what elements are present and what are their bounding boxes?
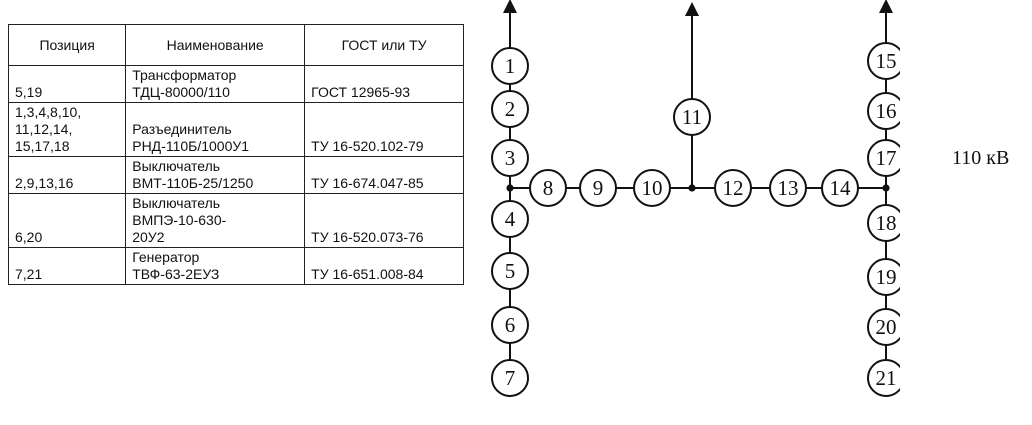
table-row: 2,9,13,16 Выключатель ВМТ-110Б-25/1250 Т… xyxy=(7,156,464,194)
node-16: 16 xyxy=(867,92,900,130)
node-3: 3 xyxy=(491,139,529,177)
node-11: 11 xyxy=(673,98,711,136)
node-21: 21 xyxy=(867,359,900,397)
node-14: 14 xyxy=(821,169,859,207)
node-17: 17 xyxy=(867,139,900,177)
node-1: 1 xyxy=(491,47,529,85)
single-line-diagram: 1 2 3 4 5 6 7 8 9 10 11 12 13 14 15 16 1… xyxy=(491,0,900,397)
cell-name: Выключатель ВМТ-110Б-25/1250 xyxy=(125,156,306,194)
node-4: 4 xyxy=(491,200,529,238)
svg-text:3: 3 xyxy=(505,146,516,170)
svg-text:4: 4 xyxy=(505,207,516,231)
cell-name: Выключатель ВМПЭ-10-630- 20У2 xyxy=(125,193,306,248)
svg-text:15: 15 xyxy=(876,49,897,73)
table-row: 1,3,4,8,10, 11,12,14, 15,17,18 Разъедини… xyxy=(7,102,464,157)
cell-position: 6,20 xyxy=(7,193,127,248)
node-7: 7 xyxy=(491,359,529,397)
header-position: Позиция xyxy=(7,24,127,66)
svg-text:14: 14 xyxy=(830,176,852,200)
cell-position: 7,21 xyxy=(7,247,127,285)
svg-text:8: 8 xyxy=(543,176,554,200)
junction-dot-center xyxy=(688,184,696,192)
node-20: 20 xyxy=(867,308,900,346)
svg-text:10: 10 xyxy=(642,176,663,200)
node-8: 8 xyxy=(529,169,567,207)
cell-standard: ТУ 16-674.047-85 xyxy=(304,156,464,194)
cell-position: 1,3,4,8,10, 11,12,14, 15,17,18 xyxy=(7,102,127,157)
table-row: 5,19 Трансформатор ТДЦ-80000/110 ГОСТ 12… xyxy=(7,65,464,103)
svg-text:13: 13 xyxy=(778,176,799,200)
cell-standard: ГОСТ 12965-93 xyxy=(304,65,464,103)
cell-name: Разъединитель РНД-110Б/1000У1 xyxy=(125,102,306,157)
svg-text:18: 18 xyxy=(876,211,897,235)
svg-text:11: 11 xyxy=(682,105,702,129)
node-15: 15 xyxy=(867,42,900,80)
junction-dot-left xyxy=(506,184,514,192)
node-10: 10 xyxy=(633,169,671,207)
table-header-row: Позиция Наименование ГОСТ или ТУ xyxy=(7,24,464,66)
header-name: Наименование xyxy=(125,24,306,66)
svg-text:9: 9 xyxy=(593,176,604,200)
node-9: 9 xyxy=(579,169,617,207)
table-row: 7,21 Генератор ТВФ-63-2ЕУЗ ТУ 16-651.008… xyxy=(7,247,464,285)
node-2: 2 xyxy=(491,90,529,128)
node-6: 6 xyxy=(491,306,529,344)
header-standard: ГОСТ или ТУ xyxy=(304,24,464,66)
voltage-label: 110 кВ xyxy=(952,147,1010,169)
junction-dot-right xyxy=(882,184,890,192)
cell-standard: ТУ 16-520.102-79 xyxy=(304,102,464,157)
cell-position: 2,9,13,16 xyxy=(7,156,127,194)
svg-text:12: 12 xyxy=(723,176,744,200)
node-13: 13 xyxy=(769,169,807,207)
node-12: 12 xyxy=(714,169,752,207)
svg-text:5: 5 xyxy=(505,259,516,283)
svg-text:1: 1 xyxy=(505,54,516,78)
svg-text:20: 20 xyxy=(876,315,897,339)
svg-text:16: 16 xyxy=(876,99,897,123)
node-5: 5 xyxy=(491,252,529,290)
cell-name: Генератор ТВФ-63-2ЕУЗ xyxy=(125,247,306,285)
cell-standard: ТУ 16-651.008-84 xyxy=(304,247,464,285)
node-18: 18 xyxy=(867,204,900,242)
cell-name: Трансформатор ТДЦ-80000/110 xyxy=(125,65,306,103)
equipment-table: Позиция Наименование ГОСТ или ТУ 5,19 Тр… xyxy=(7,24,464,285)
table-row: 6,20 Выключатель ВМПЭ-10-630- 20У2 ТУ 16… xyxy=(7,193,464,248)
cell-standard: ТУ 16-520.073-76 xyxy=(304,193,464,248)
node-19: 19 xyxy=(867,258,900,296)
cell-position: 5,19 xyxy=(7,65,127,103)
svg-text:6: 6 xyxy=(505,313,516,337)
svg-text:21: 21 xyxy=(876,366,897,390)
svg-text:7: 7 xyxy=(505,366,516,390)
svg-text:19: 19 xyxy=(876,265,897,289)
svg-text:2: 2 xyxy=(505,97,516,121)
svg-text:17: 17 xyxy=(876,146,897,170)
